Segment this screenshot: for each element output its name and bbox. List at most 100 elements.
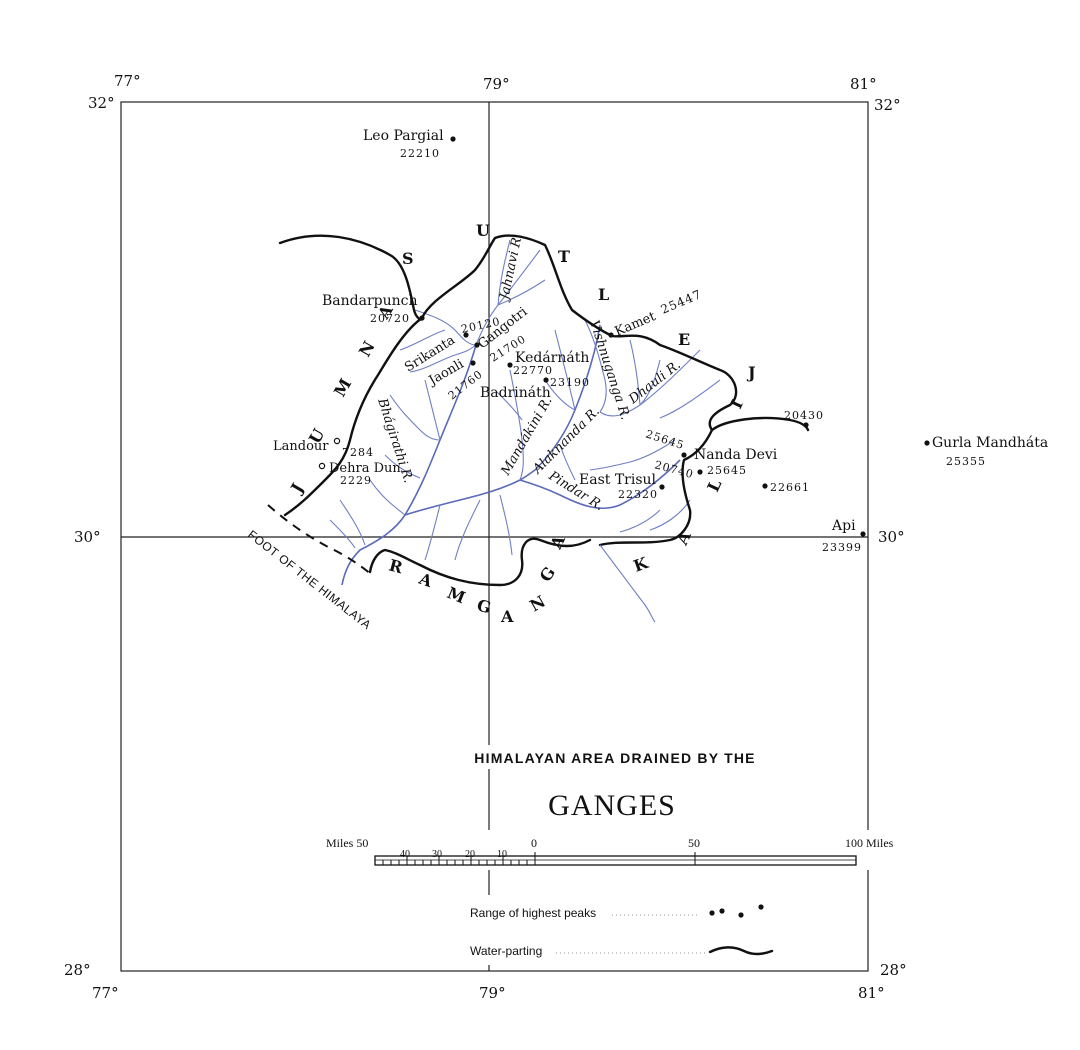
legend-peak-dot (738, 912, 744, 918)
gurla-dot (924, 440, 930, 446)
ramganga-letter-8: A (546, 532, 569, 553)
map-title: HIMALAYAN AREA DRAINED BY THE GANGES (455, 745, 775, 822)
lat-28-left: 28° (64, 961, 91, 979)
gangotri-dot (474, 342, 480, 348)
lon-81-top: 81° (850, 75, 877, 93)
scale-bar: Miles 50 40 30 20 10 0 50 100 Miles (320, 830, 920, 870)
nanda-devi-east-dot (697, 469, 703, 475)
jahnavi-label: Jahnavi R. (497, 232, 526, 304)
river-branch (499, 494, 513, 556)
river-branch (329, 519, 356, 549)
ramganga-letter-1: R (387, 556, 405, 578)
lat-28-right: 28° (880, 961, 907, 979)
river-branch (589, 439, 676, 471)
scale-tick-10: 10 (497, 849, 507, 860)
dehra-dun-dot (318, 462, 326, 470)
river-network (329, 239, 721, 586)
scale-tick-30: 30 (432, 849, 442, 860)
lat-30-left: 30° (74, 528, 101, 546)
legend-peak-dot (758, 904, 764, 910)
east-trisul-label: East Trisul (579, 472, 657, 488)
kali-letter-3: L (703, 476, 725, 494)
gurla-label: Gurla Mandháta (932, 435, 1048, 451)
legend-parting-symbol (708, 946, 774, 956)
river-branch (389, 394, 441, 441)
ramganga-letter-3: M (445, 583, 469, 607)
vishnuganga-river (584, 319, 607, 413)
jumna-letter-1: J (286, 480, 307, 498)
river-branch (409, 344, 477, 373)
peak-20430-height: 20430 (784, 409, 824, 422)
landour-dot (333, 437, 341, 445)
landour-height: 7284 (342, 446, 374, 459)
river-branch (494, 389, 523, 421)
srikanta-dot (463, 332, 469, 338)
jumna-letter-4: N (355, 338, 379, 360)
legend-peaks-symbol (709, 904, 764, 918)
peak-22661-height: 22661 (770, 481, 810, 494)
river-branch (497, 239, 511, 306)
river-branch (399, 329, 446, 351)
scale-bar-outline (374, 855, 857, 866)
river-branch (454, 499, 481, 561)
kali-river-line (599, 544, 656, 623)
lat-32-right: 32° (874, 96, 901, 114)
scale-divisions (382, 852, 696, 865)
landour-label: Landour (273, 439, 329, 454)
badrinath-dot (543, 377, 549, 383)
sutlej-letter-2: U (476, 221, 490, 240)
sutlej-letter-4: L (598, 285, 609, 304)
legend-peak-dot (719, 908, 725, 914)
leo-pargial-height: 22210 (400, 147, 440, 160)
title-line-1: HIMALAYAN AREA DRAINED BY THE (474, 750, 755, 766)
lat-30-right: 30° (878, 528, 905, 546)
lon-79-top: 79° (483, 75, 510, 93)
pindar-river (519, 459, 681, 509)
peak-20430-dot (803, 422, 809, 428)
region-letters: S U T L E J J U M N A R A M G A N G A K … (286, 221, 756, 626)
sutlej-letter-5: E (678, 330, 690, 349)
river-branch (497, 279, 546, 306)
nanda-devi-label: Nanda Devi (694, 447, 778, 463)
lon-81-bottom: 81° (858, 984, 885, 1002)
water-parting-south (368, 537, 592, 587)
api-height: 23399 (822, 541, 862, 554)
bandarpunch-dot (419, 315, 425, 321)
kamet-height: 25447 (659, 287, 704, 317)
badrinath-height: 23190 (550, 376, 590, 389)
kali-letter-4: I (726, 397, 746, 412)
lon-79-bottom: 79° (479, 984, 506, 1002)
nanda-devi-dot (681, 452, 687, 458)
water-parting-east (598, 428, 714, 547)
legend-parting-label: Water-parting (470, 944, 542, 958)
ramganga-letter-7: G (536, 563, 559, 585)
water-parting-north (278, 234, 810, 432)
water-parting (267, 234, 810, 623)
river-branch (639, 359, 661, 406)
leo-pargial-label: Leo Pargial (363, 128, 444, 144)
title-backdrop-2 (540, 780, 690, 820)
bhagirathi-river (341, 344, 477, 586)
jaonli-dot (470, 360, 476, 366)
scale-tick-20: 20 (465, 849, 475, 860)
nanda-devi-height-west: 25645 (644, 427, 686, 452)
lat-32-left: 32° (88, 94, 115, 112)
ramganga-letter-4: G (475, 596, 493, 618)
dhauli-label: Dhauli R. (625, 358, 683, 408)
bandarpunch-label: Bandarpunch (322, 293, 418, 309)
peak-dots (318, 136, 930, 537)
title-backdrop (455, 745, 775, 769)
river-branch (659, 379, 721, 419)
scale-tick-40: 40 (400, 849, 410, 860)
peak-22661-dot (762, 483, 768, 489)
river-branch (649, 499, 691, 531)
kedarnath-height: 22770 (513, 364, 553, 377)
dehra-dun-label: Dehra Dun (329, 461, 401, 476)
foot-of-himalaya-line (267, 504, 373, 576)
river-branch (424, 379, 441, 441)
grid-labels: 77° 79° 81° 32° 32° 30° 30° 28° 28° 77° … (64, 72, 907, 1002)
kamet-dot (608, 332, 614, 338)
river-branch (384, 454, 421, 479)
scale-right-label: 100 Miles (845, 836, 894, 850)
lon-77-top: 77° (114, 72, 141, 90)
